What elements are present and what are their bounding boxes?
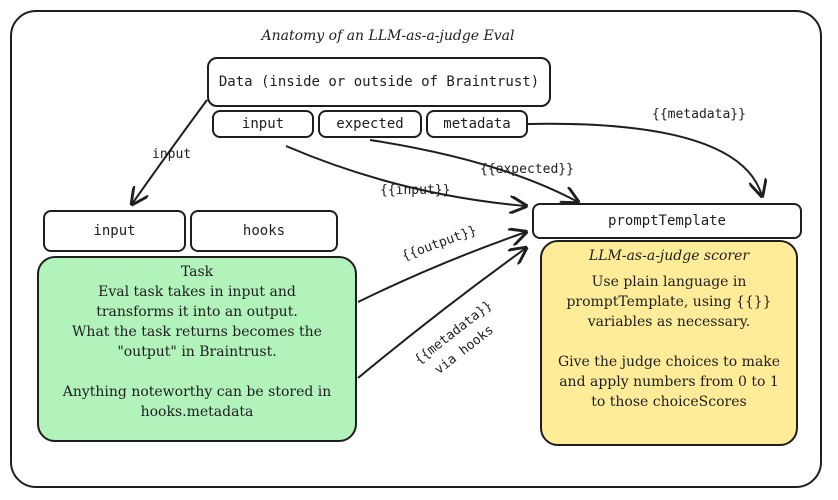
arrow-input-to-prompt — [285, 145, 526, 206]
scorer-text-line: and apply numbers from 0 to 1 — [559, 374, 779, 390]
data-field-metadata: metadata — [426, 110, 528, 138]
scorer-heading: LLM-as-a-judge scorer — [588, 248, 750, 264]
scorer-text-line: Give the judge choices to make — [557, 354, 781, 370]
scorer-text-line: to those choiceScores — [591, 394, 747, 410]
arrow-data-to-task-input — [132, 99, 208, 204]
task-panel: Task Eval task takes in input and transf… — [37, 256, 357, 442]
task-text-line: Anything noteworthy can be stored in — [62, 384, 332, 400]
data-field-input: input — [212, 110, 314, 138]
scorer-text-line: Use plain language in — [591, 274, 747, 290]
data-box: Data (inside or outside of Braintrust) — [207, 57, 551, 107]
scorer-spacer — [542, 332, 796, 352]
task-input-box: input — [43, 210, 186, 252]
data-field-expected: expected — [318, 110, 422, 138]
task-heading: Task — [180, 264, 214, 280]
scorer-text-line: variables as necessary. — [587, 314, 751, 330]
task-text-line: Eval task takes in input and — [98, 284, 296, 300]
arrow-metadata-to-prompt — [527, 122, 762, 196]
scorer-panel: LLM-as-a-judge scorer Use plain language… — [540, 240, 798, 446]
task-spacer — [39, 362, 355, 382]
arrow-output-to-prompt — [357, 232, 526, 303]
arrow-label-metadata: {{metadata}} — [652, 107, 746, 122]
arrow-label-input-var: {{input}} — [380, 183, 451, 198]
arrow-label-input: input — [152, 147, 192, 162]
diagram-title: Anatomy of an LLM-as-a-judge Eval — [261, 28, 515, 44]
task-hooks-box: hooks — [190, 210, 338, 252]
arrow-expected-to-prompt — [369, 139, 578, 202]
task-text-line: What the task returns becomes the — [72, 324, 322, 340]
scorer-text-line: promptTemplate, using {{}} — [566, 294, 772, 310]
task-text-line: hooks.metadata — [140, 404, 254, 420]
prompt-template-box: promptTemplate — [532, 203, 802, 239]
task-text-line: "output" in Braintrust. — [117, 344, 277, 360]
task-text-line: transforms it into an output. — [96, 304, 298, 320]
arrow-metadata-hooks-to-prompt — [357, 248, 526, 379]
arrow-label-expected: {{expected}} — [480, 162, 574, 177]
